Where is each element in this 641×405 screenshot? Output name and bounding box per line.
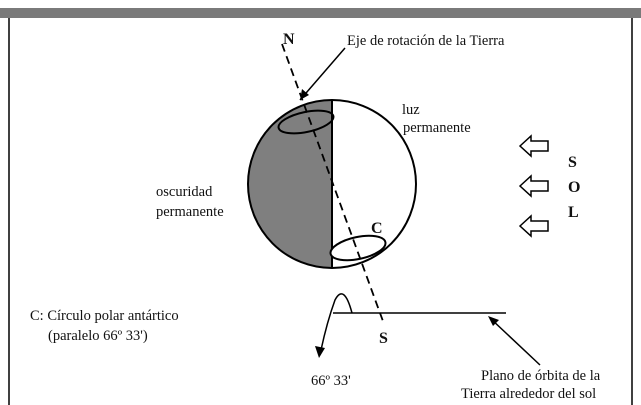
frame-top-bar (0, 8, 641, 18)
orbit-label-line2: Tierra alrededor del sol (461, 386, 596, 402)
north-label: N (283, 31, 295, 48)
axis-pointer-line (299, 47, 346, 101)
sun-ray-arrows (518, 134, 549, 238)
sun-letter-o: O (568, 179, 580, 196)
angle-label: 66º 33' (311, 373, 351, 389)
light-label-line2: permanente (403, 120, 471, 136)
legend-line1: C: Círculo polar antártico (30, 308, 179, 324)
arrow-left-icon (518, 134, 549, 158)
arrow-left-icon (518, 174, 549, 198)
rotation-axis (281, 43, 385, 325)
orbit-pointer-line (489, 317, 541, 366)
south-label: S (379, 330, 388, 347)
sun-letter-s: S (568, 154, 577, 171)
circle-marker-label: C (371, 220, 383, 237)
axis-pointer-arrowhead (300, 89, 309, 100)
arctic-circle (277, 109, 335, 135)
angle-curved-arrow-icon (320, 293, 353, 351)
earth (247, 99, 417, 269)
orbit-label-line1: Plano de órbita de la (481, 368, 601, 384)
axis-label: Eje de rotación de la Tierra (347, 33, 505, 49)
dark-label-line1: oscuridad (156, 184, 213, 200)
angle-arrowhead (315, 346, 325, 358)
sun-letter-l: L (568, 204, 579, 221)
light-label-line1: luz (402, 102, 420, 118)
dark-label-line2: permanente (156, 204, 224, 220)
arrow-left-icon (518, 214, 549, 238)
orbit-pointer-arrowhead (488, 316, 499, 326)
dark-hemisphere (248, 100, 332, 268)
legend-line2: (paralelo 66º 33') (48, 328, 148, 344)
